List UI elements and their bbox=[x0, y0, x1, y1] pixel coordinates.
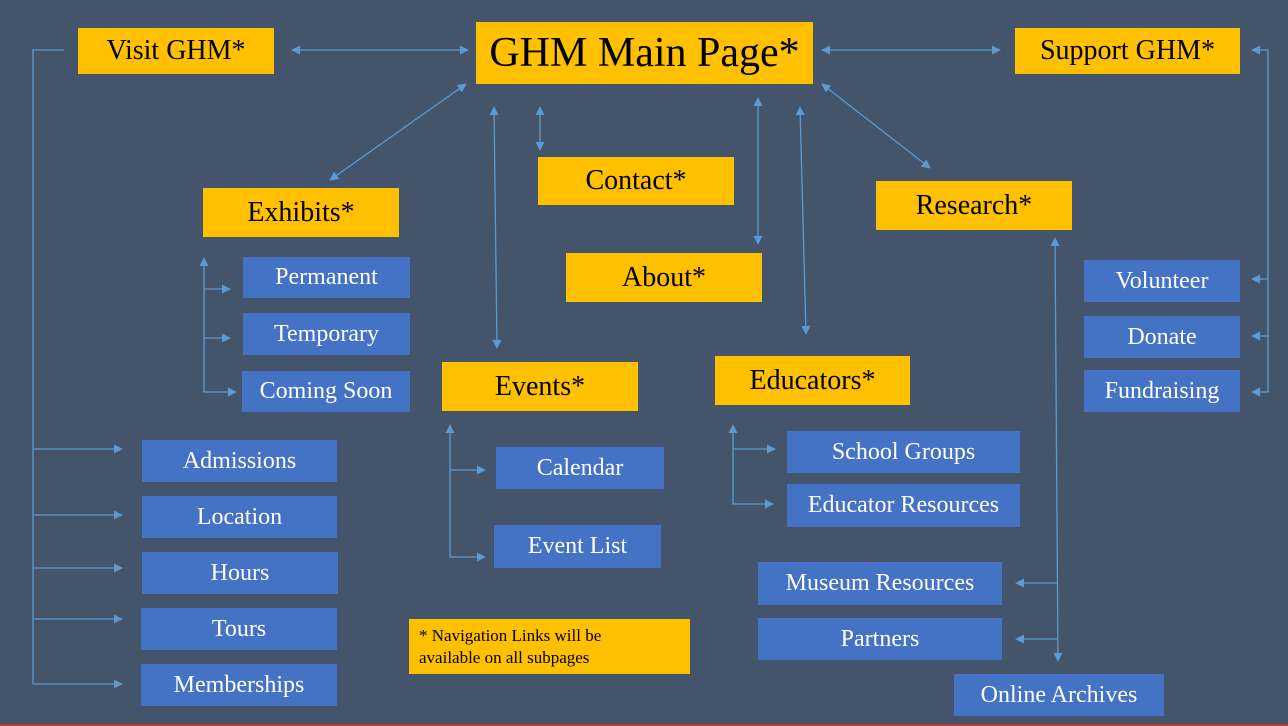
contact-box[interactable]: Contact* bbox=[538, 157, 734, 205]
research-partners-box[interactable]: Partners bbox=[758, 618, 1002, 660]
educators-school-groups-box[interactable]: School Groups bbox=[787, 431, 1020, 473]
visit-hours-box[interactable]: Hours bbox=[142, 552, 338, 594]
exhibits-box[interactable]: Exhibits* bbox=[203, 188, 399, 237]
events-box[interactable]: Events* bbox=[442, 362, 638, 411]
educators-resources-box[interactable]: Educator Resources bbox=[787, 484, 1020, 527]
exhibits-temporary-box[interactable]: Temporary bbox=[243, 313, 410, 355]
navigation-footnote: * Navigation Links will be available on … bbox=[409, 619, 690, 674]
research-museum-resources-box[interactable]: Museum Resources bbox=[758, 562, 1002, 605]
main-page-box[interactable]: GHM Main Page* bbox=[476, 22, 813, 84]
events-calendar-box[interactable]: Calendar bbox=[496, 447, 664, 489]
visit-memberships-box[interactable]: Memberships bbox=[141, 664, 337, 706]
exhibits-permanent-box[interactable]: Permanent bbox=[243, 257, 410, 298]
research-online-archives-box[interactable]: Online Archives bbox=[954, 674, 1164, 716]
visit-tours-box[interactable]: Tours bbox=[141, 608, 337, 650]
support-ghm-box[interactable]: Support GHM* bbox=[1015, 28, 1240, 74]
about-box[interactable]: About* bbox=[566, 253, 762, 302]
visit-admissions-box[interactable]: Admissions bbox=[142, 440, 337, 482]
support-volunteer-box[interactable]: Volunteer bbox=[1084, 260, 1240, 302]
educators-box[interactable]: Educators* bbox=[715, 356, 910, 405]
visit-location-box[interactable]: Location bbox=[142, 496, 337, 538]
visit-ghm-box[interactable]: Visit GHM* bbox=[78, 28, 274, 74]
research-box[interactable]: Research* bbox=[876, 181, 1072, 230]
support-fundraising-box[interactable]: Fundraising bbox=[1084, 370, 1240, 412]
support-donate-box[interactable]: Donate bbox=[1084, 316, 1240, 358]
exhibits-coming-soon-box[interactable]: Coming Soon bbox=[242, 371, 410, 412]
events-event-list-box[interactable]: Event List bbox=[494, 525, 661, 568]
